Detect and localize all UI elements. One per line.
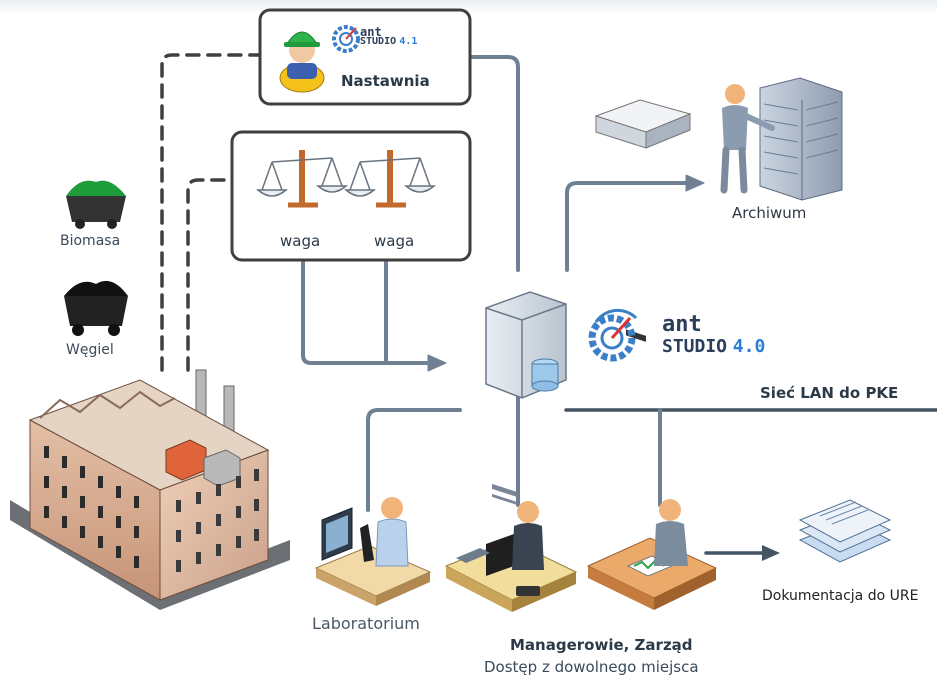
connection-lines (160, 53, 937, 561)
line-lan-left (366, 408, 462, 512)
operator-icon (279, 31, 325, 93)
manager-desk-icon-1 (444, 501, 578, 612)
brand-version-large: 4.0 (732, 336, 766, 357)
gear-gauge-icon-large (588, 308, 638, 362)
coal-cart-icon (64, 280, 128, 336)
waga-label-1: waga (280, 232, 321, 250)
archive-server-icon (720, 77, 843, 201)
wegiel-label: Węgiel (66, 342, 114, 358)
brand-studio-large: STUDIO (662, 336, 728, 357)
line-nastawnia-server (468, 55, 520, 272)
waga-box (230, 130, 472, 262)
dashed-line-nastawnia (160, 53, 260, 372)
dokumentacja-label: Dokumentacja do URE (762, 588, 919, 604)
brand-logo-small: ant STUDIO 4.1 (360, 25, 418, 47)
arrow-waga-server (427, 354, 447, 372)
gear-gauge-icon-small (332, 25, 360, 53)
dostep-label: Dostęp z dowolnego miejsca (484, 658, 699, 676)
brand-version-small: 4.1 (399, 36, 418, 47)
scale-icon-2 (343, 150, 437, 208)
server-icon (485, 291, 567, 505)
nastawnia-label: Nastawnia (341, 72, 430, 90)
brand-logo-large: ant STUDIO 4.0 (662, 314, 765, 358)
scale-icon-1 (255, 150, 349, 208)
manager-desk-icon-2 (586, 499, 718, 610)
documents-icon (798, 499, 892, 563)
laboratorium-label: Laboratorium (312, 614, 420, 633)
brand-ant-large: ant (662, 312, 702, 337)
tape-drive-icon (594, 99, 692, 342)
waga-label-2: waga (374, 232, 415, 250)
biomasa-label: Biomasa (60, 233, 121, 249)
siec-lan-label: Sieć LAN do PKE (760, 384, 899, 402)
factory-icon (10, 369, 290, 610)
line-waga1-server (301, 260, 432, 365)
arrow-docs (762, 545, 780, 561)
line-server-archiwum (565, 181, 692, 272)
archiwum-label: Archiwum (732, 204, 807, 222)
managerowie-label: Managerowie, Zarząd (510, 636, 693, 654)
lab-worker-icon (314, 497, 432, 606)
brand-ant-small: ant (360, 25, 382, 39)
arrow-archiwum (685, 174, 705, 192)
brand-studio-small: STUDIO (360, 36, 397, 47)
biomass-cart-icon (66, 180, 126, 229)
dashed-line-waga (186, 178, 234, 372)
